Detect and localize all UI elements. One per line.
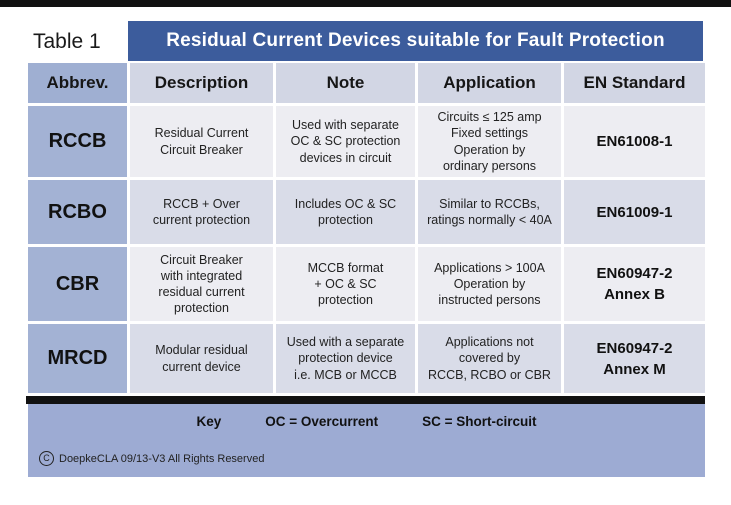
copyright-icon: C: [39, 451, 54, 466]
table-row-description: Circuit Breaker with integrated residual…: [130, 247, 273, 321]
rcd-table: Abbrev. Description Note Application EN …: [28, 63, 705, 393]
key-label: Key: [196, 414, 222, 429]
copyright-line: C DoepkeCLA 09/13-V3 All Rights Reserved: [39, 451, 264, 466]
column-header-note: Note: [276, 63, 415, 103]
table-row-application: Applications not covered by RCCB, RCBO o…: [418, 324, 561, 393]
table-row-standard: EN60947-2 Annex M: [564, 324, 705, 393]
table-row-abbrev: MRCD: [28, 324, 127, 393]
divider-bar: [26, 396, 705, 404]
key-line: Key OC = Overcurrent SC = Short-circuit: [28, 414, 705, 429]
column-header-application: Application: [418, 63, 561, 103]
table-row-standard: EN61008-1: [564, 106, 705, 177]
figure-title: Residual Current Devices suitable for Fa…: [128, 21, 703, 61]
table-row-note: MCCB format + OC & SC protection: [276, 247, 415, 321]
key-footer: Key OC = Overcurrent SC = Short-circuit …: [28, 404, 705, 477]
table-row-standard: EN60947-2 Annex B: [564, 247, 705, 321]
table-row-description: RCCB + Over current protection: [130, 180, 273, 244]
table-row-application: Applications > 100A Operation by instruc…: [418, 247, 561, 321]
table-row-abbrev: CBR: [28, 247, 127, 321]
table-row-abbrev: RCBO: [28, 180, 127, 244]
copyright-text: DoepkeCLA 09/13-V3 All Rights Reserved: [59, 452, 265, 465]
column-header-description: Description: [130, 63, 273, 103]
table-row-description: Modular residual current device: [130, 324, 273, 393]
table-label: Table 1: [33, 30, 101, 53]
table-row-note: Includes OC & SC protection: [276, 180, 415, 244]
key-oc-definition: OC = Overcurrent: [265, 414, 379, 429]
top-border-bar: [0, 0, 731, 7]
table-row-application: Circuits ≤ 125 amp Fixed settings Operat…: [418, 106, 561, 177]
table-row-standard: EN61009-1: [564, 180, 705, 244]
column-header-abbrev: Abbrev.: [28, 63, 127, 103]
key-sc-definition: SC = Short-circuit: [422, 414, 537, 429]
table-row-abbrev: RCCB: [28, 106, 127, 177]
table-row-description: Residual Current Circuit Breaker: [130, 106, 273, 177]
table-row-note: Used with separate OC & SC protection de…: [276, 106, 415, 177]
table-row-note: Used with a separate protection device i…: [276, 324, 415, 393]
table-row-application: Similar to RCCBs, ratings normally < 40A: [418, 180, 561, 244]
column-header-en-standard: EN Standard: [564, 63, 705, 103]
